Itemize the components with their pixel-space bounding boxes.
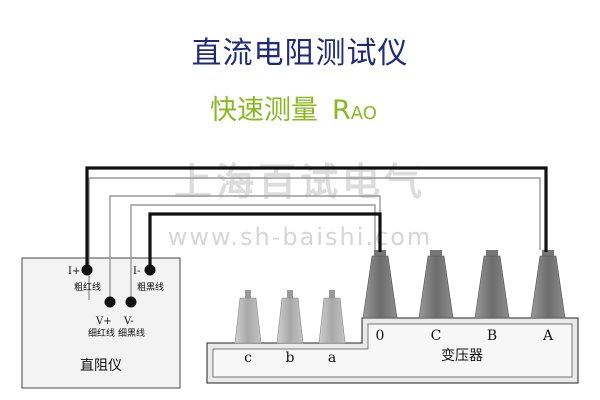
wire-i-plus-to-A — [85, 166, 548, 268]
bushing-b — [276, 290, 304, 344]
bushing-A-high — [530, 250, 566, 319]
page-title: 直流电阻测试仪 — [191, 36, 409, 71]
bushing-0 — [362, 250, 398, 319]
subtitle-text: 快速测量 — [210, 95, 318, 126]
subtitle: 快速测量 RAO — [210, 88, 377, 127]
terminal-i-minus — [144, 264, 156, 276]
wire-i-minus-to-0 — [148, 212, 382, 268]
label-v-minus: V- — [123, 316, 134, 327]
terminal-v-minus — [125, 296, 137, 308]
terminal-label-c: c — [244, 350, 252, 366]
terminal-label-B: B — [487, 328, 497, 344]
terminal-i-plus — [81, 264, 93, 276]
terminal-label-b: b — [286, 350, 295, 366]
label-i-minus: I- — [133, 266, 140, 277]
meter-box — [21, 257, 181, 389]
label-v-minus-wire: 细黑线 — [118, 327, 145, 339]
transformer-label: 变压器 — [441, 348, 483, 364]
terminal-label-A: A — [542, 328, 554, 344]
label-i-plus-wire: 粗红线 — [74, 281, 101, 293]
wire-v-plus-to-A — [88, 177, 541, 300]
label-v-plus: V+ — [95, 316, 112, 327]
label-i-plus: I+ — [68, 266, 80, 277]
bushing-c — [234, 290, 262, 344]
terminal-label-C: C — [431, 328, 442, 344]
bushing-a — [318, 290, 346, 344]
meter-label: 直阻仪 — [80, 357, 122, 374]
terminal-label-0: 0 — [376, 328, 385, 344]
label-v-plus-wire: 细红线 — [88, 327, 115, 339]
label-i-minus-wire: 粗黑线 — [137, 281, 164, 293]
transformer-tank-inner — [212, 323, 573, 378]
rao-suffix: AO — [350, 103, 377, 124]
terminal-v-plus — [104, 296, 116, 308]
wire-v-minus-to-0-b — [130, 204, 376, 300]
watermark-url: www.sh-baishi.com — [168, 223, 433, 251]
bushing-B-high — [474, 250, 510, 319]
terminal-label-a: a — [328, 350, 336, 366]
rao-symbol: RAO — [332, 95, 377, 126]
bushing-C-high — [418, 250, 454, 319]
rao-prefix: R — [332, 95, 351, 126]
